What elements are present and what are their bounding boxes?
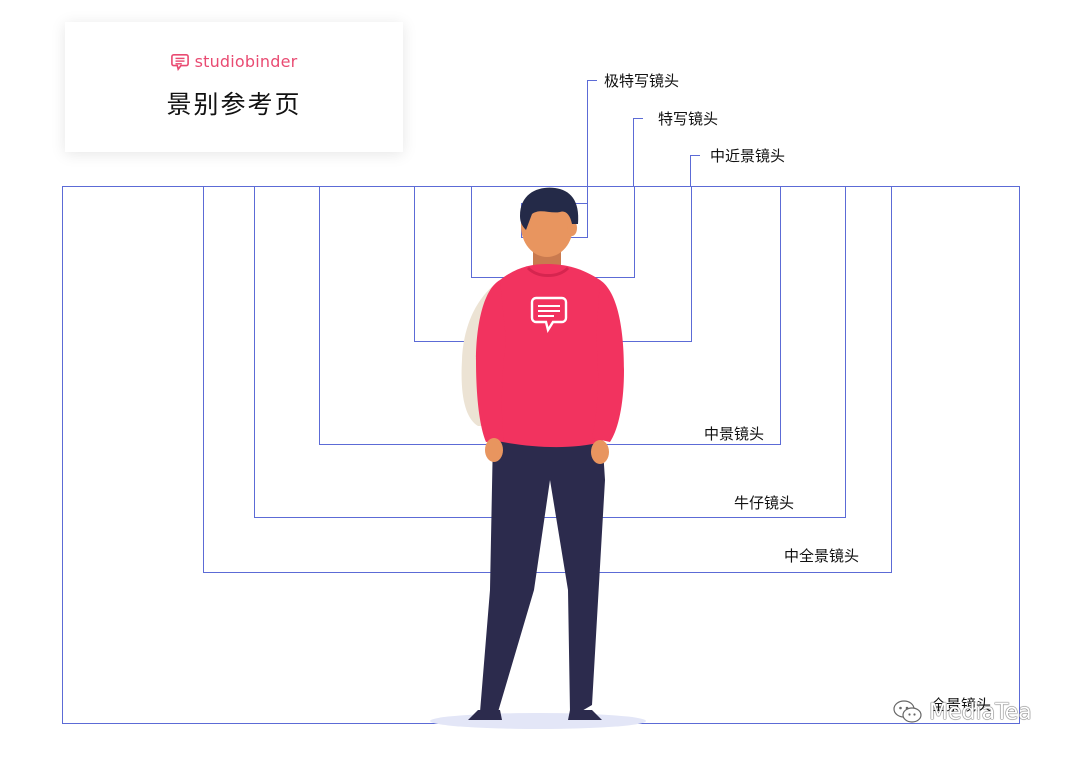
frame-cowboy-shot <box>254 186 846 518</box>
frame-medium-full-shot <box>203 186 892 573</box>
wechat-icon <box>893 700 922 723</box>
leader-tick-medium-close <box>690 155 700 156</box>
hair <box>520 187 579 230</box>
leader-extreme-close-up <box>587 80 588 203</box>
right-arm <box>592 280 624 442</box>
title-card: studiobinder 景别参考页 <box>65 22 403 152</box>
leader-tick-extreme <box>587 80 597 81</box>
brand-logo: studiobinder <box>65 52 403 71</box>
person-illustration <box>430 187 646 729</box>
leader-close-up <box>633 118 634 186</box>
left-hand <box>485 438 503 462</box>
chat-bubble-logo-icon <box>170 53 189 71</box>
page-title: 景别参考页 <box>166 90 302 119</box>
watermark-text: MediaTea <box>929 699 1032 725</box>
label-medium-shot: 中景镜头 <box>704 425 765 443</box>
label-cowboy-shot: 牛仔镜头 <box>734 494 795 512</box>
leader-medium-close-up <box>690 155 691 186</box>
collar <box>526 266 570 277</box>
leader-tick-close <box>633 118 643 119</box>
ground-shadow <box>430 713 646 729</box>
label-extreme-close-up: 极特写镜头 <box>604 72 680 90</box>
right-shoe <box>568 710 602 720</box>
pants <box>480 434 605 712</box>
brand-name: studiobinder <box>194 52 298 71</box>
label-medium-close-up: 中近景镜头 <box>710 147 786 165</box>
label-medium-full-shot: 中全景镜头 <box>784 547 860 565</box>
sweater <box>490 264 606 448</box>
label-close-up: 特写镜头 <box>658 110 719 128</box>
label-full-shot: 全景镜头 <box>931 696 992 714</box>
watermark: MediaTea <box>893 699 1032 725</box>
left-arm <box>476 280 506 442</box>
sweater-logo-icon <box>530 296 568 334</box>
right-hand <box>591 440 609 464</box>
left-shoe <box>468 710 502 720</box>
